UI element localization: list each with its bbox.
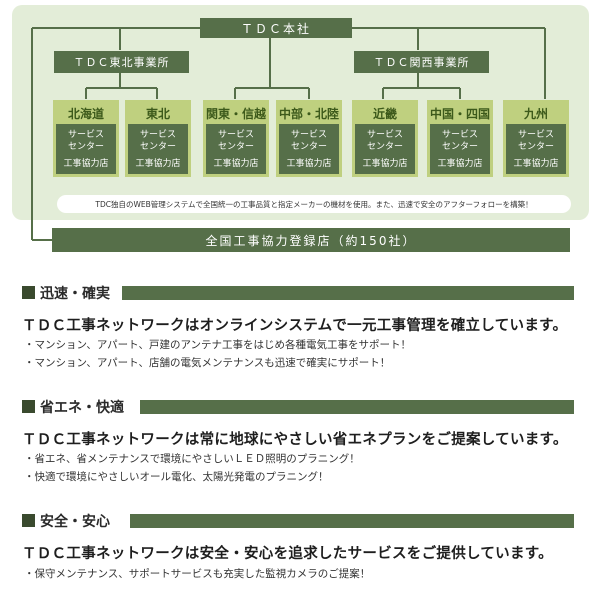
service-label: サービス bbox=[67, 129, 104, 140]
service-center-box: サービス センター 工事協力店 bbox=[56, 124, 116, 174]
section-title: 安全・安心 bbox=[22, 512, 116, 530]
square-bullet-icon bbox=[22, 286, 35, 299]
section-heading-speed: 迅速・確実 bbox=[22, 284, 574, 302]
region-name: 中部・北陸 bbox=[279, 107, 340, 121]
region-kinki: 近畿 サービス センター 工事協力店 bbox=[352, 100, 418, 177]
service-label: サービス bbox=[366, 129, 403, 140]
center-label: センター bbox=[441, 141, 478, 152]
center-label: センター bbox=[366, 141, 403, 152]
section-heading-safety: 安全・安心 bbox=[22, 512, 574, 530]
hq-box: ＴＤＣ本社 bbox=[200, 18, 352, 38]
region-tohoku: 東北 サービス センター 工事協力店 bbox=[125, 100, 191, 177]
partner-label: 工事協力店 bbox=[63, 158, 109, 169]
system-note: TDC独自のWEB管理システムで全国統一の工事品質と指定メーカーの機材を使用。ま… bbox=[57, 195, 571, 213]
region-name: 東北 bbox=[145, 107, 170, 121]
section-headline: ＴＤＣ工事ネットワークはオンラインシステムで一元工事管理を確立しています。 bbox=[22, 318, 568, 334]
partner-label: 工事協力店 bbox=[213, 158, 259, 169]
org-connector-lines bbox=[31, 27, 546, 241]
partner-label: 工事協力店 bbox=[513, 158, 559, 169]
center-label: センター bbox=[217, 141, 254, 152]
service-center-box: サービス センター 工事協力店 bbox=[506, 124, 566, 174]
region-name: 関東・信越 bbox=[206, 107, 267, 121]
service-label: サービス bbox=[290, 129, 327, 140]
heading-bar bbox=[140, 400, 574, 414]
partner-label: 工事協力店 bbox=[362, 158, 408, 169]
service-label: サービス bbox=[139, 129, 176, 140]
region-name: 九州 bbox=[523, 107, 548, 121]
bullet-item: ・保守メンテナンス、サポートサービスも充実した監視カメラのご提案！ bbox=[24, 568, 371, 580]
registered-partners-box: 全国工事協力登録店（約150社） bbox=[52, 228, 570, 252]
region-chubu-hokuriku: 中部・北陸 サービス センター 工事協力店 bbox=[276, 100, 342, 177]
section-heading-eco: 省エネ・快適 bbox=[22, 398, 574, 416]
service-center-box: サービス センター 工事協力店 bbox=[430, 124, 490, 174]
bullet-item: ・マンション、アパート、店舗の電気メンテナンスも迅速で確実にサポート！ bbox=[24, 357, 391, 369]
service-center-box: サービス センター 工事協力店 bbox=[355, 124, 415, 174]
region-name: 中国・四国 bbox=[430, 107, 491, 121]
bullet-item: ・省エネ、省メンテナンスで環境にやさしいＬＥＤ照明のプラニング！ bbox=[24, 453, 360, 465]
center-label: センター bbox=[290, 141, 327, 152]
heading-bar bbox=[122, 286, 574, 300]
branch-kansai-box: ＴＤＣ関西事業所 bbox=[354, 51, 489, 73]
section-headline: ＴＤＣ工事ネットワークは安全・安心を追求したサービスをご提供しています。 bbox=[22, 546, 553, 562]
bullet-item: ・快適で環境にやさしいオール電化、太陽光発電のプラニング！ bbox=[24, 471, 329, 483]
service-label: サービス bbox=[441, 129, 478, 140]
center-label: センター bbox=[139, 141, 176, 152]
bullet-item: ・マンション、アパート、戸建のアンテナ工事をはじめ各種電気工事をサポート！ bbox=[24, 339, 412, 351]
square-bullet-icon bbox=[22, 400, 35, 413]
section-headline: ＴＤＣ工事ネットワークは常に地球にやさしい省エネプランをご提案しています。 bbox=[22, 432, 568, 448]
service-center-box: サービス センター 工事協力店 bbox=[206, 124, 266, 174]
square-bullet-icon bbox=[22, 514, 35, 527]
partner-label: 工事協力店 bbox=[437, 158, 483, 169]
region-name: 北海道 bbox=[67, 107, 104, 121]
partner-label: 工事協力店 bbox=[135, 158, 181, 169]
partner-label: 工事協力店 bbox=[286, 158, 332, 169]
branch-tohoku-box: ＴＤＣ東北事業所 bbox=[54, 51, 189, 73]
center-label: センター bbox=[517, 141, 554, 152]
region-kanto-shinetsu: 関東・信越 サービス センター 工事協力店 bbox=[203, 100, 269, 177]
region-hokkaido: 北海道 サービス センター 工事協力店 bbox=[53, 100, 119, 177]
service-label: サービス bbox=[517, 129, 554, 140]
region-kyushu: 九州 サービス センター 工事協力店 bbox=[503, 100, 569, 177]
center-label: センター bbox=[67, 141, 104, 152]
service-center-box: サービス センター 工事協力店 bbox=[279, 124, 339, 174]
region-chugoku-shikoku: 中国・四国 サービス センター 工事協力店 bbox=[427, 100, 493, 177]
service-label: サービス bbox=[217, 129, 254, 140]
heading-bar bbox=[130, 514, 574, 528]
region-name: 近畿 bbox=[372, 107, 397, 121]
section-title: 迅速・確実 bbox=[22, 284, 116, 302]
service-center-box: サービス センター 工事協力店 bbox=[128, 124, 188, 174]
section-title: 省エネ・快適 bbox=[22, 398, 130, 416]
